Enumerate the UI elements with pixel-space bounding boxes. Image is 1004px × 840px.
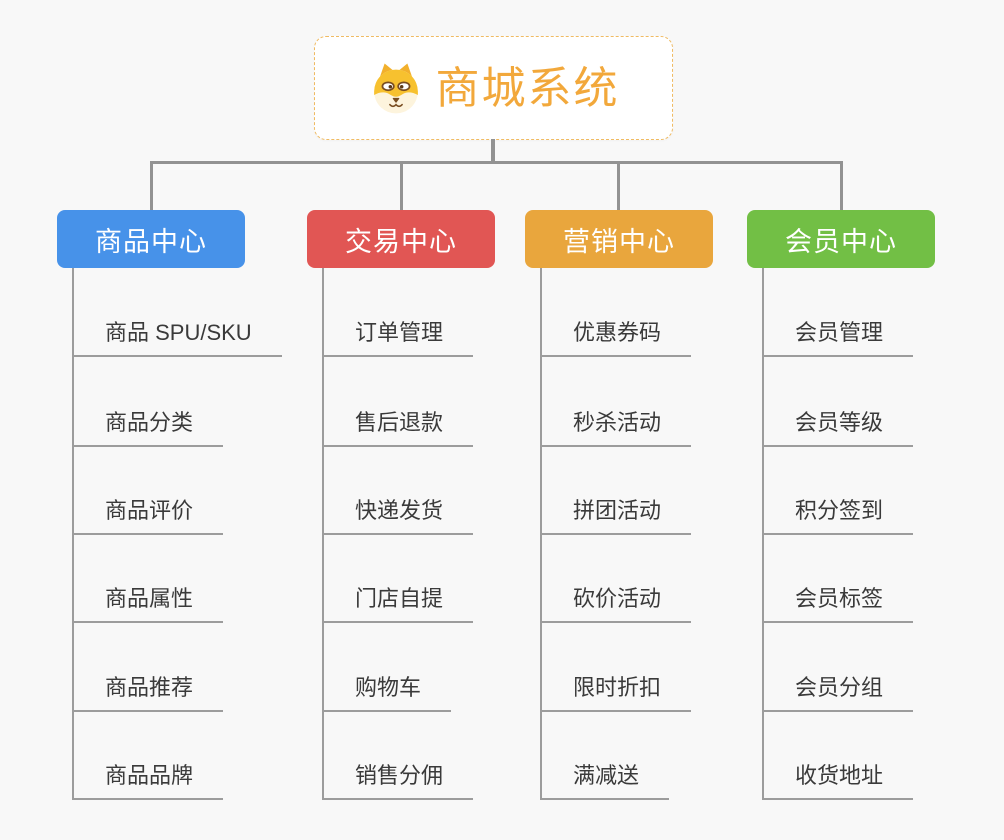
connector-stub-trade — [400, 161, 403, 211]
subtopic-full-reduction[interactable]: 满减送 — [540, 761, 670, 800]
branch-product-center[interactable]: 商品中心 — [57, 210, 245, 268]
subtopic-product-recommend[interactable]: 商品推荐 — [72, 673, 224, 712]
subtopic-product-category[interactable]: 商品分类 — [72, 408, 224, 447]
subtopic-member-group[interactable]: 会员分组 — [762, 673, 914, 712]
branch-trade-center[interactable]: 交易中心 — [307, 210, 495, 268]
subtopic-product-brand[interactable]: 商品品牌 — [72, 761, 224, 800]
connector-stub-product — [150, 161, 153, 211]
subtopic-member-tag[interactable]: 会员标签 — [762, 584, 914, 623]
subtopic-shipping-address[interactable]: 收货地址 — [762, 761, 914, 800]
subtopic-sales-commission[interactable]: 销售分佣 — [322, 761, 474, 800]
subtopic-member-management[interactable]: 会员管理 — [762, 318, 914, 357]
subtopic-product-review[interactable]: 商品评价 — [72, 496, 224, 535]
root-topic-label: 商城系统 — [435, 64, 620, 113]
connector-stub-member — [840, 161, 843, 211]
subtopic-store-pickup[interactable]: 门店自提 — [322, 584, 474, 623]
subtopic-order-management[interactable]: 订单管理 — [322, 318, 474, 357]
subtopic-coupon-code[interactable]: 优惠券码 — [540, 318, 692, 357]
subtopic-product-spu-sku[interactable]: 商品 SPU/SKU — [72, 318, 282, 357]
dog-face-icon — [373, 63, 418, 114]
subtopic-after-sales-refund[interactable]: 售后退款 — [322, 408, 474, 447]
branch-marketing-center[interactable]: 营销中心 — [525, 210, 713, 268]
subtopic-flash-sale[interactable]: 秒杀活动 — [540, 408, 692, 447]
root-topic[interactable]: 商城系统 — [314, 36, 673, 140]
connector-bus — [150, 161, 843, 164]
subtopic-shopping-cart[interactable]: 购物车 — [322, 673, 452, 712]
subtopic-group-buy[interactable]: 拼团活动 — [540, 496, 692, 535]
subtopic-express-delivery[interactable]: 快递发货 — [322, 496, 474, 535]
subtopic-product-attribute[interactable]: 商品属性 — [72, 584, 224, 623]
subtopic-limited-time-discount[interactable]: 限时折扣 — [540, 673, 692, 712]
connector-stub-marketing — [617, 161, 620, 211]
subtopic-member-level[interactable]: 会员等级 — [762, 408, 914, 447]
subtopic-bargain-activity[interactable]: 砍价活动 — [540, 584, 692, 623]
subtopic-points-checkin[interactable]: 积分签到 — [762, 496, 914, 535]
connector-root-drop — [491, 139, 495, 164]
branch-member-center[interactable]: 会员中心 — [747, 210, 935, 268]
